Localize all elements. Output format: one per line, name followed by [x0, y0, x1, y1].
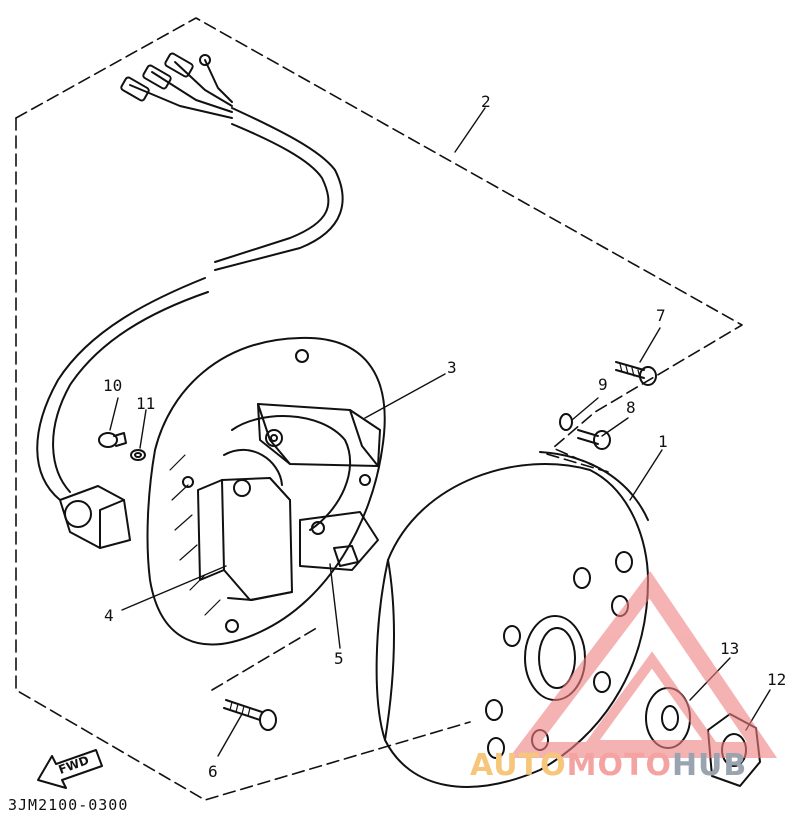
fwd-arrow-icon [37, 749, 103, 789]
part-label-2: 2 [481, 92, 491, 111]
part-label-6: 6 [208, 762, 218, 781]
part-label-8: 8 [626, 398, 636, 417]
part-label-9: 9 [598, 375, 608, 394]
part-label-10: 10 [103, 376, 123, 395]
washer-9 [559, 413, 573, 431]
flywheel-rotor [375, 451, 649, 788]
watermark-moto: MOTO [566, 748, 672, 783]
screw-7 [615, 361, 657, 386]
wire-harness [36, 52, 344, 549]
diagram-code: 3JM2100-0300 [8, 796, 129, 814]
part-label-5: 5 [334, 649, 344, 668]
washer-11 [130, 449, 146, 461]
leader-lines [109, 107, 771, 757]
watermark-auto: AUTO [470, 748, 567, 783]
stator-plate [146, 336, 386, 646]
part-label-4: 4 [104, 606, 114, 625]
source-coil-4 [197, 448, 293, 601]
screw-6 [223, 699, 277, 731]
part-label-3: 3 [447, 358, 457, 377]
part-label-7: 7 [656, 306, 666, 325]
part-label-11: 11 [136, 394, 156, 413]
watermark-text: AUTOMOTOHUB [470, 748, 747, 783]
part-label-1: 1 [658, 432, 668, 451]
part-label-12: 12 [767, 670, 787, 689]
part-label-13: 13 [720, 639, 740, 658]
watermark-triangle-icon [508, 571, 778, 758]
assembly-outline [15, 17, 743, 801]
charging-coil-5 [299, 511, 379, 571]
pickup-coil-3 [257, 403, 381, 467]
screw-8 [577, 429, 611, 450]
watermark-hub: HUB [671, 748, 748, 783]
screw-10 [98, 432, 127, 448]
